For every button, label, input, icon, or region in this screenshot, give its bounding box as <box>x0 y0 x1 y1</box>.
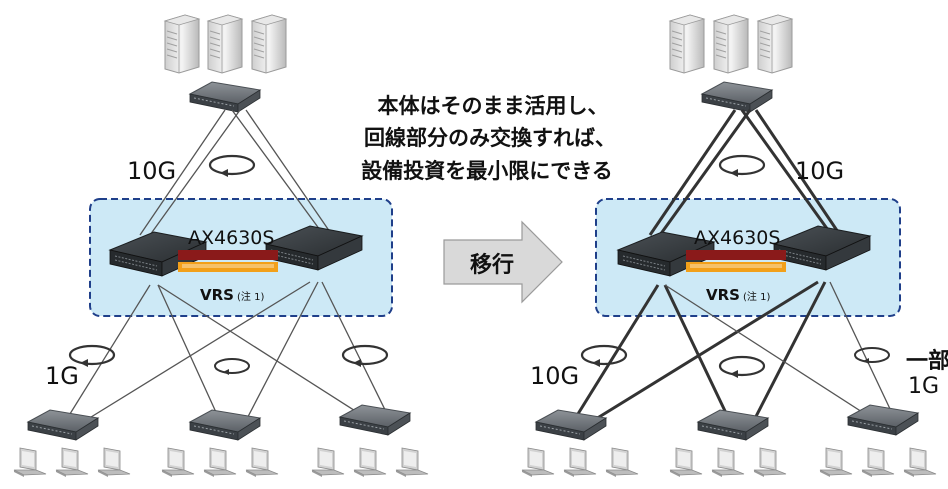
laptop-icon <box>161 447 195 478</box>
stack-link-red <box>686 250 786 260</box>
server-icon <box>251 14 287 74</box>
right-downlink-speed-label: 10G <box>530 362 579 390</box>
right-partial-speed-label: 1G <box>908 374 939 399</box>
stack-link-red <box>178 250 278 260</box>
right-arrow-icon <box>443 220 563 304</box>
right-vrs-label: VRS <box>706 286 740 304</box>
laptop-icon <box>861 447 895 478</box>
laptop-icon <box>203 447 237 478</box>
link-aggregation-loop-icon <box>341 344 389 369</box>
server-icon <box>207 14 243 74</box>
laptop-icon <box>903 447 937 478</box>
laptop-icon <box>13 447 47 478</box>
left-vrs-note: (注 1) <box>237 290 264 303</box>
right-network: 10G AX4630S VRS (注 1) 10G 一部 1G <box>521 14 948 478</box>
laptop-icon <box>605 447 639 478</box>
laptop-icon <box>563 447 597 478</box>
link-aggregation-loop-icon <box>718 154 766 179</box>
right-core-model-label: AX4630S <box>694 227 780 249</box>
link-aggregation-loop-icon <box>214 358 250 376</box>
migration-arrow-label: 移行 <box>470 252 514 278</box>
link-aggregation-loop-icon <box>718 355 766 380</box>
partial-label: 一部 <box>906 348 948 374</box>
right-vrs-note: (注 1) <box>743 290 770 303</box>
link-aggregation-loop-icon <box>854 347 890 365</box>
server-icon <box>164 14 200 74</box>
laptop-icon <box>753 447 787 478</box>
laptop-icon <box>97 447 131 478</box>
laptop-icon <box>521 447 555 478</box>
caption-line-1: 本体はそのまま活用し、 <box>378 94 609 118</box>
link-aggregation-loop-icon <box>580 344 628 369</box>
laptop-icon <box>55 447 89 478</box>
access-switch-icon <box>27 409 99 441</box>
top-switch-icon <box>189 81 261 113</box>
server-icon <box>757 14 793 74</box>
left-uplink-speed-label: 10G <box>127 157 176 185</box>
laptop-icon <box>819 447 853 478</box>
server-icon <box>713 14 749 74</box>
link-aggregation-loop-icon <box>208 154 256 179</box>
laptop-icon <box>245 447 279 478</box>
laptop-icon <box>311 447 345 478</box>
laptop-icon <box>711 447 745 478</box>
stack-link-orange <box>178 262 278 272</box>
left-core-model-label: AX4630S <box>188 227 274 249</box>
caption: 本体はそのまま活用し、 回線部分のみ交換すれば、 設備投資を最小限にできる <box>361 94 616 183</box>
server-icon <box>669 14 705 74</box>
laptop-icon <box>353 447 387 478</box>
access-switch-icon <box>339 404 411 436</box>
stack-link-orange <box>686 262 786 272</box>
access-switch-icon <box>535 409 607 441</box>
migration-arrow: 移行 <box>443 220 563 304</box>
top-switch-icon <box>701 81 773 113</box>
laptop-icon <box>395 447 429 478</box>
left-vrs-label: VRS <box>200 286 234 304</box>
left-network: 10G AX4630S VRS (注 1) 1G <box>13 14 429 478</box>
caption-line-2: 回線部分のみ交換すれば、 <box>364 126 616 150</box>
laptop-icon <box>669 447 703 478</box>
caption-line-3: 設備投資を最小限にできる <box>361 159 613 183</box>
right-uplink-speed-label: 10G <box>795 157 844 185</box>
left-downlink-speed-label: 1G <box>45 362 79 390</box>
